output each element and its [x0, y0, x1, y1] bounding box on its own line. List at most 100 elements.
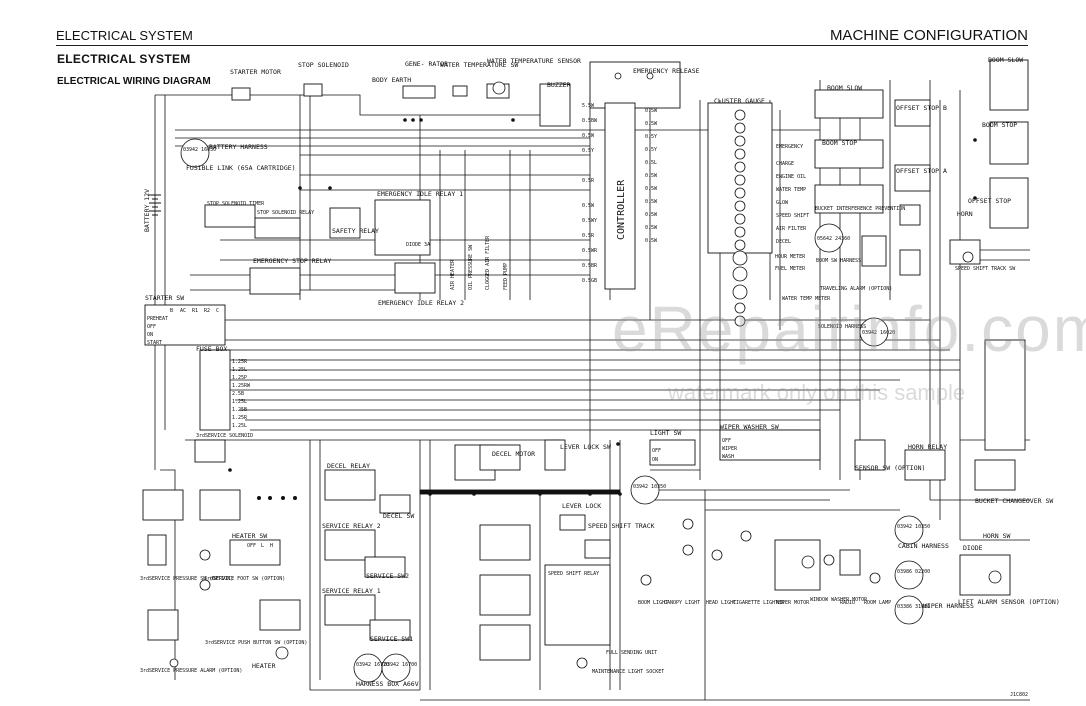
safety-relay-box: [329, 207, 361, 239]
heater-label: HEATER: [252, 662, 276, 670]
header-right: MACHINE CONFIGURATION: [829, 27, 1028, 44]
maintenance-light-socket-label: MAINTENANCE LIGHT SOCKET: [592, 669, 664, 675]
third-service-foot-sw-label: 3rdSERVICE FOOT SW (OPTION): [204, 576, 285, 582]
wiper-motor-label: WIPER MOTOR: [776, 600, 810, 606]
fusible-link-label: FUSIBLE LINK (65A CARTRIDGE): [186, 164, 296, 172]
bucket-interference-label: BUCKET INTERFERENCE PREVENTION: [815, 206, 905, 212]
wire-label: 0.5R: [582, 233, 595, 239]
heater-sw-label: HEATER SW: [232, 532, 267, 540]
wire-label: 0.5W: [645, 212, 658, 218]
wire-label: 0.5WR: [582, 248, 598, 254]
boom-light-label: BOOM LIGHT: [638, 600, 668, 606]
wire-label: 0.5W: [582, 203, 595, 209]
wire-label: R1: [192, 308, 198, 314]
wire-label: 5.5W: [582, 103, 595, 109]
watermark: eRepairinfo.com: [612, 293, 1086, 365]
wire-label: 0.5BR: [582, 263, 598, 269]
cluster-gauge-label: CLUSTER GAUGE: [714, 97, 765, 105]
boom-slow-label: BOOM SLOW: [827, 84, 862, 92]
harness-03986-02200: 03986 02200: [897, 569, 930, 575]
wire-label: 0.5W: [645, 199, 658, 205]
service-relay-2-label: SERVICE RELAY 2: [322, 522, 381, 530]
canopy-light-label: CANOPY LIGHT: [664, 600, 700, 606]
horn-sw-label: HORN SW: [983, 532, 1010, 540]
emergency-release-label: EMERGENCY RELEASE: [633, 67, 700, 75]
wire-label: B: [170, 308, 173, 314]
controller-label: CONTROLLER: [616, 179, 627, 240]
boom-stop-label: BOOM STOP: [822, 139, 857, 147]
window-washer-motor-label: WINDOW WASHER MOTOR: [810, 597, 868, 603]
battery-symbol: [149, 194, 161, 216]
page-header: ELECTRICAL SYSTEM MACHINE CONFIGURATION: [0, 0, 1086, 46]
third-service-pressure-alarm-label: 3rdSERVICE PRESSURE ALARM (OPTION): [140, 668, 242, 674]
lift-alarm-sensor-label: LIFT ALARM SENSOR (OPTION): [958, 598, 1060, 606]
lever-lock-label: LEVER LOCK: [562, 502, 601, 510]
starter-sw-table: [144, 304, 226, 346]
light-sw-label: LIGHT SW: [650, 429, 681, 437]
wire-label: AC: [180, 308, 186, 314]
wire-label: 1.25L: [232, 423, 247, 429]
air-heater-label: AIR HEATER: [450, 259, 456, 290]
diode-2-label: DIODE: [963, 544, 983, 552]
wire-label: 1.25L: [232, 399, 247, 405]
wire-label: WIPER: [722, 446, 738, 452]
boom-stop-2-label: BOOM STOP: [982, 121, 1017, 129]
wiper-harness-label: WIPER HARNESS: [923, 602, 974, 610]
diode-label: DIODE 3A: [406, 242, 430, 248]
starter-motor-label: STARTER MOTOR: [230, 68, 281, 76]
wire-label: H: [270, 543, 273, 549]
wire-label: 0.5WY: [582, 218, 597, 224]
gauge-lamp: GLOW: [776, 200, 789, 206]
stop-solenoid-timer-label: STOP SOLENOID TIMER: [207, 201, 265, 207]
gauge-lamp: DECEL: [776, 239, 791, 245]
decel-sw-label: DECEL SW: [383, 512, 414, 520]
harness-03942-16020: 03942 16020: [862, 330, 895, 336]
battery-label: BATTERY 12V: [143, 189, 151, 232]
wire-label: 1.25L: [232, 367, 247, 373]
stop-solenoid-label: STOP SOLENOID: [298, 61, 349, 69]
section-title: ELECTRICAL SYSTEM: [57, 52, 191, 66]
traveling-alarm-label: TRAVELING ALARM (OPTION): [820, 286, 892, 292]
harness-box-b: 03942 16700: [384, 662, 417, 668]
offset-stop-b-label: OFFSET STOP B: [896, 104, 947, 112]
wire-label: PREHEAT: [147, 316, 168, 322]
wire-label: C: [216, 308, 219, 314]
controller-box: [604, 102, 636, 290]
radio-label: RADIO: [840, 600, 855, 606]
wire-label: ON: [147, 332, 153, 338]
safety-relay-label: SAFETY RELAY: [332, 227, 379, 235]
wire-label: OFF: [722, 438, 731, 444]
wire-label: 1.25R: [232, 359, 248, 365]
wire-label: 0.5W: [645, 225, 658, 231]
wire-label: OFF: [652, 448, 661, 454]
boom-sw-harness-label: BOOM SW HARNESS: [816, 258, 861, 264]
watermark-sub: watermark only on this sample: [668, 380, 966, 405]
clogged-air-filter-label: CLOGGED AIR FILTER: [485, 235, 491, 290]
speed-shift-track-sw-label: SPEED SHIFT TRACK SW: [955, 266, 1016, 272]
decel-motor-label: DECEL MOTOR: [492, 450, 535, 458]
gauge-lamp: SPEED SHIFT: [776, 213, 809, 219]
wire-label: 0.5W: [645, 238, 658, 244]
starter-motor-terminal: [231, 87, 251, 101]
harness-03942-10350-a: 03942 10350: [633, 484, 666, 490]
emergency-idle-relay-1-label: EMERGENCY IDLE RELAY 1: [377, 190, 463, 198]
wire-label: 0.5W: [582, 133, 595, 139]
wire-label: 0.5GB: [582, 278, 597, 284]
buzzer-label: BUZZER: [547, 81, 571, 89]
speed-shift-relay-label: SPEED SHIFT RELAY: [548, 571, 599, 577]
header-rule: [56, 45, 1028, 46]
gauge-lamp: CHARGE: [776, 161, 794, 167]
wire-label: 0.5L: [645, 160, 657, 166]
hour-meter-label: HOUR METER: [775, 254, 806, 260]
horn-relay-label: HORN RELAY: [908, 443, 947, 451]
bucket-changeover-sw-label: BUCKET CHANGEOVER SW: [975, 497, 1053, 505]
feed-pump-label: FEED PUMP: [503, 263, 509, 290]
wire-label: 1.25P: [232, 375, 247, 381]
third-service-solenoid-label: 3rdSERVICE SOLENOID: [196, 433, 253, 439]
battery-harness-label: BATTERY HARNESS: [209, 143, 268, 151]
service-relay-1-label: SERVICE RELAY 1: [322, 587, 381, 595]
wire-label: WASH: [722, 454, 734, 460]
gauge-lamp: WATER TEMP: [776, 187, 806, 193]
harness-05642-24360: 05642 24360: [817, 236, 850, 242]
